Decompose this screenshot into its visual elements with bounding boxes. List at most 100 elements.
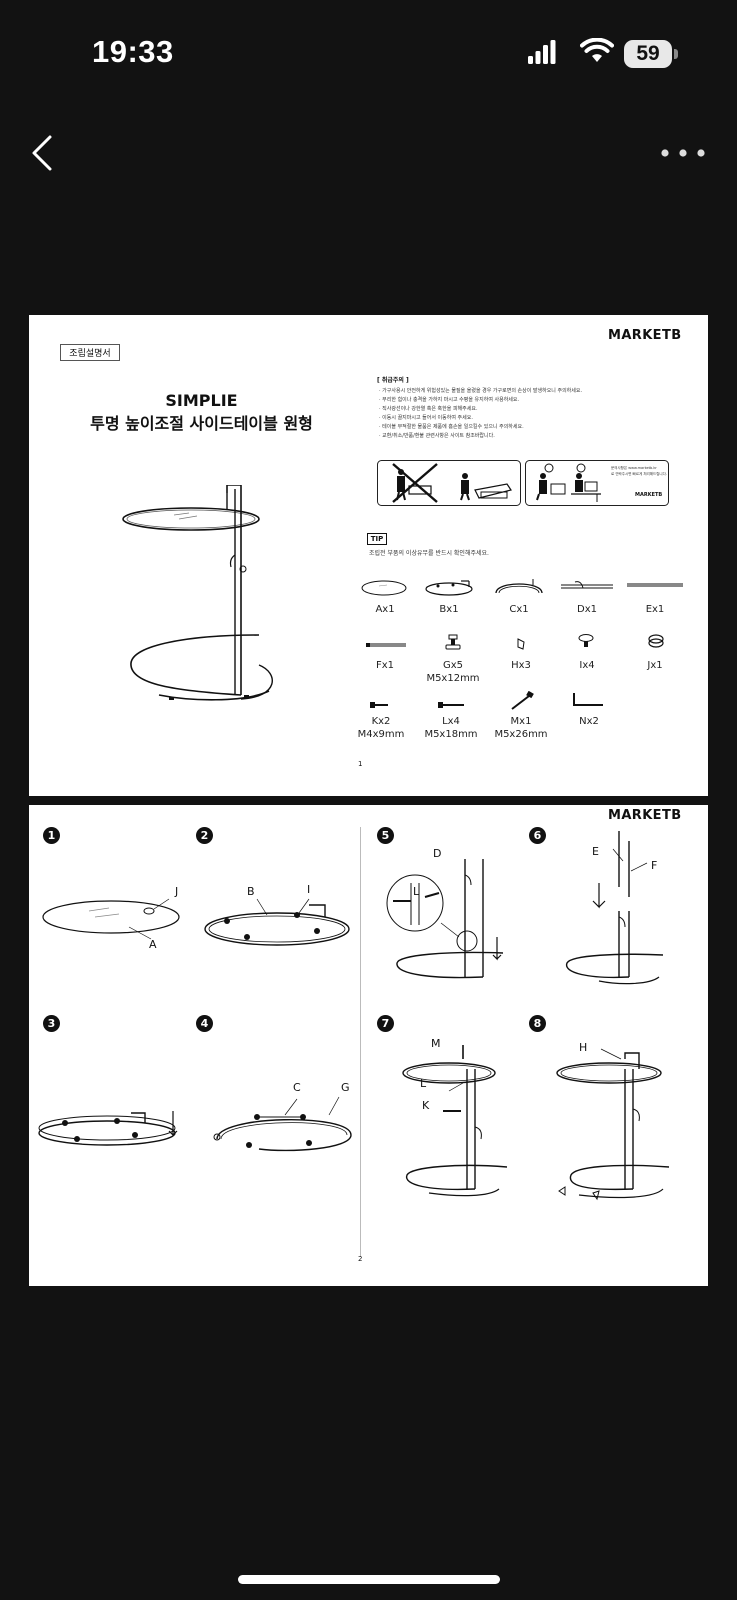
label-h: H xyxy=(579,1041,588,1054)
part-qty: Bx1 xyxy=(439,604,459,615)
part-label-e: Ex1 xyxy=(625,603,685,616)
part-n-icon xyxy=(573,693,603,706)
part-qty: Lx4 xyxy=(442,716,460,727)
part-m-icon xyxy=(511,691,534,710)
label-k: K xyxy=(422,1099,430,1112)
step4-illustration xyxy=(213,1096,352,1152)
battery-nub xyxy=(674,49,678,59)
tip-badge: TIP xyxy=(367,533,387,545)
caution-line: · 이동시 끌지마시고 들어서 이동하여 주세요. xyxy=(379,415,473,421)
label-b: B xyxy=(247,885,255,898)
contact-text: 문의사항은 www.marketb.kr 로 연락주시면 빠르게 처리해드립니다… xyxy=(611,465,667,477)
label-m: M xyxy=(431,1037,441,1050)
part-label-b: Bx1 xyxy=(419,603,479,616)
part-size: M5x12mm xyxy=(426,673,480,684)
status-time: 19:33 xyxy=(92,34,174,69)
part-qty: Ix4 xyxy=(579,660,595,671)
step7-illustration xyxy=(402,1045,508,1197)
step-number: 1 xyxy=(43,827,60,844)
part-label-n: Nx2 xyxy=(559,715,619,728)
part-qty: Hx3 xyxy=(511,660,531,671)
label-g: G xyxy=(341,1081,350,1094)
label-e: E xyxy=(592,845,599,858)
product-title-line1: SIMPLIE xyxy=(165,391,238,410)
part-qty: Ax1 xyxy=(375,604,395,615)
part-b-icon xyxy=(425,580,473,596)
contact-text-line: 문의사항은 www.marketb.kr xyxy=(611,466,657,470)
part-label-c: Cx1 xyxy=(489,603,549,616)
label-l: L xyxy=(413,885,420,898)
contact-text-line: 로 연락주시면 빠르게 처리해드립니다. xyxy=(611,472,667,476)
battery-icon: 59 xyxy=(624,40,672,68)
label-i: I xyxy=(307,883,311,896)
part-g-icon xyxy=(445,634,461,650)
step-number: 4 xyxy=(196,1015,213,1032)
step1-illustration xyxy=(42,898,180,940)
step-number: 7 xyxy=(377,1015,394,1032)
part-label-d: Dx1 xyxy=(557,603,617,616)
caution-list: · 가구사용시 안전하게 위험성있는 물질을 올렸을 경우 가구로면의 손상이 … xyxy=(379,387,679,441)
label-f: F xyxy=(651,859,658,872)
page-number: 2 xyxy=(358,1255,363,1263)
caution-illustration-box xyxy=(377,460,521,506)
step8-illustration xyxy=(556,1048,670,1201)
product-title: SIMPLIE 투명 높이조절 사이드테이블 원형 xyxy=(69,391,334,434)
step5-illustration xyxy=(386,859,504,979)
part-l-icon xyxy=(438,702,464,708)
part-label-h: Hx3 xyxy=(491,659,551,672)
manual-tag: 조립설명서 xyxy=(60,344,120,361)
caution-line: · 직사광선이나 강한열 혹은 혹한을 피해주세요. xyxy=(379,406,478,412)
part-h-icon xyxy=(517,638,525,650)
step-number: 6 xyxy=(529,827,546,844)
part-qty: Dx1 xyxy=(577,604,597,615)
label-c: C xyxy=(293,1081,301,1094)
wifi-icon xyxy=(580,38,614,62)
product-title-line2: 투명 높이조절 사이드테이블 원형 xyxy=(90,414,313,433)
part-size: M5x26mm xyxy=(494,729,548,740)
part-qty: Gx5 xyxy=(442,660,464,671)
brand-logo: MARKETB xyxy=(608,328,682,343)
part-qty: Mx1 xyxy=(510,716,532,727)
part-size: M4x9mm xyxy=(357,729,405,740)
part-f-icon xyxy=(366,643,406,647)
step-number: 8 xyxy=(529,1015,546,1032)
part-qty: Kx2 xyxy=(371,716,391,727)
label-l-step7: L xyxy=(420,1077,427,1090)
part-label-a: Ax1 xyxy=(355,603,415,616)
status-bar: 19:33 59 xyxy=(0,0,737,110)
caution-heading: [ 취급주의 ] xyxy=(377,377,409,384)
part-c-icon xyxy=(495,579,543,594)
manual-page-2[interactable]: MARKETB 1 2 3 4 5 6 7 8 J A B I xyxy=(29,805,708,1286)
label-a: A xyxy=(149,938,157,951)
manual-page-1[interactable]: 조립설명서 MARKETB SIMPLIE 투명 높이조절 사이드테이블 원형 … xyxy=(29,315,708,796)
caution-line: · 교환/취소/반품/환불 관련사항은 사이트 참조바랍니다. xyxy=(379,433,495,439)
battery-level: 59 xyxy=(636,42,660,65)
step3-illustration xyxy=(38,1111,178,1146)
part-e-icon xyxy=(627,583,683,587)
brand-logo: MARKETB xyxy=(608,808,682,823)
page-number: 1 xyxy=(358,760,363,768)
caution-line: · 무리한 힘이나 충격을 가하지 마시고 수평을 유지하여 사용하세요. xyxy=(379,397,520,403)
cellular-signal-icon xyxy=(528,40,556,64)
part-k-icon xyxy=(370,702,388,708)
more-horizontal-icon[interactable] xyxy=(660,143,706,163)
part-label-i: Ix4 xyxy=(557,659,617,672)
caution-line: · 테이블 부적절한 물품은 제품에 흠손을 일으킬수 있으니 주의하세요. xyxy=(379,424,524,430)
step2-illustration xyxy=(204,898,350,946)
part-size: M5x18mm xyxy=(424,729,478,740)
part-label-f: Fx1 xyxy=(355,659,415,672)
part-d-icon xyxy=(561,581,613,589)
step-number: 3 xyxy=(43,1015,60,1032)
label-d: D xyxy=(433,847,442,860)
part-qty: Fx1 xyxy=(375,660,395,671)
step-number: 5 xyxy=(377,827,394,844)
step6-illustration xyxy=(566,831,664,985)
chevron-left-icon[interactable] xyxy=(28,133,58,173)
tip-text: 조립전 부품의 이상유무를 반드시 확인해주세요. xyxy=(369,550,489,557)
part-a-icon xyxy=(361,580,407,596)
home-indicator[interactable] xyxy=(238,1575,500,1584)
part-qty: Ex1 xyxy=(645,604,665,615)
part-label-j: Jx1 xyxy=(625,659,685,672)
